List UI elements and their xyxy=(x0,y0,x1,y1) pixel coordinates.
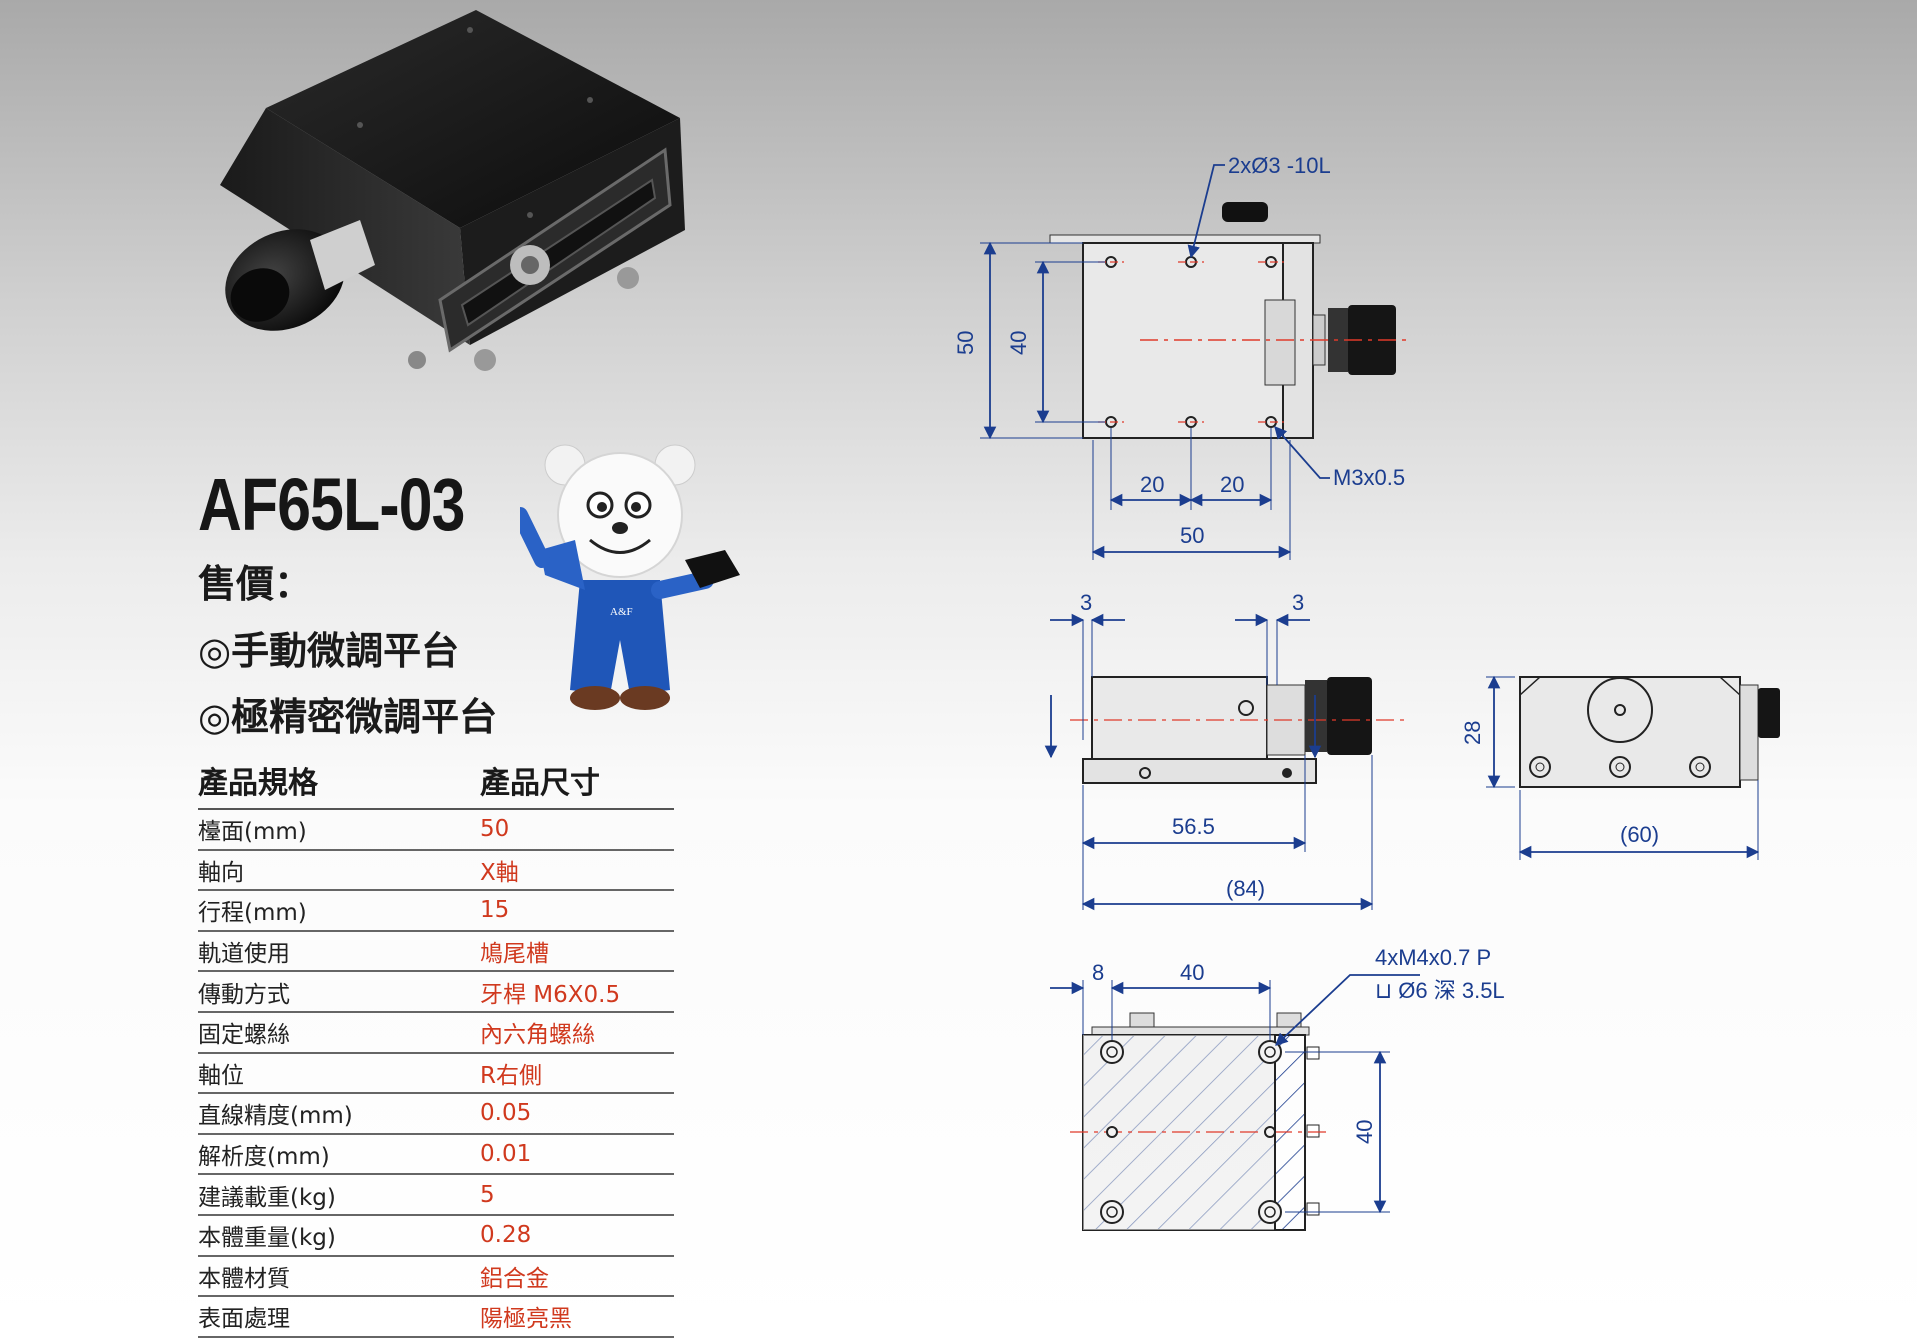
dim-front-overall: (84) xyxy=(1226,876,1265,901)
dim-top-pitch-1: 20 xyxy=(1140,472,1164,497)
model-title: AF65L-03 xyxy=(198,463,465,546)
spec-row: 行程(mm) 15 xyxy=(198,891,674,932)
dim-front-length: 56.5 xyxy=(1172,814,1215,839)
product-render-image xyxy=(220,10,685,371)
spec-name: 解析度(mm) xyxy=(198,1144,330,1171)
dim-bottom-pitch: 40 xyxy=(1180,960,1204,985)
spec-value: 鳩尾槽 xyxy=(480,941,549,968)
spec-name: 本體材質 xyxy=(198,1265,290,1292)
front-view: 3 3 56.5 (84) xyxy=(1044,590,1410,911)
spec-value: 鋁合金 xyxy=(480,1265,549,1292)
spec-value: X軸 xyxy=(480,859,519,886)
mascot-illustration: A&F xyxy=(520,444,740,710)
dim-side-height: 28 xyxy=(1460,721,1485,745)
spec-row: 檯面(mm) 50 xyxy=(198,810,674,851)
note-bottom-holes: 4xM4x0.7 P xyxy=(1375,945,1491,970)
spec-name: 傳動方式 xyxy=(198,981,290,1008)
spec-value: 0.01 xyxy=(480,1141,532,1168)
spec-value: 陽極亮黑 xyxy=(480,1306,572,1333)
top-view: 2xØ3 -10L M3x0.5 50 40 20 20 50 xyxy=(953,153,1410,560)
dim-front-left: 3 xyxy=(1080,590,1092,615)
spec-row: 軌道使用 鳩尾槽 xyxy=(198,932,674,973)
spec-name: 固定螺絲 xyxy=(198,1022,290,1049)
dim-top-height-inner: 40 xyxy=(1006,331,1031,355)
spec-row: 傳動方式 牙桿 M6X0.5 xyxy=(198,972,674,1013)
spec-name: 建議載重(kg) xyxy=(198,1184,336,1211)
spec-row: 軸位 R右側 xyxy=(198,1054,674,1095)
feature-manual-stage: ◎手動微調平台 xyxy=(198,629,460,673)
dim-bottom-edge: 8 xyxy=(1092,960,1104,985)
technical-drawings: 2xØ3 -10L M3x0.5 50 40 20 20 50 xyxy=(953,153,1780,1231)
dim-bottom-vertical: 40 xyxy=(1352,1120,1377,1144)
spec-name: 表面處理 xyxy=(198,1306,290,1333)
price-label: 售價： xyxy=(198,562,313,606)
spec-value: 0.05 xyxy=(480,1100,532,1127)
dim-side-width: (60) xyxy=(1620,822,1659,847)
note-thread: M3x0.5 xyxy=(1333,465,1405,490)
spec-row: 本體材質 鋁合金 xyxy=(198,1257,674,1298)
dim-top-height-outer: 50 xyxy=(953,331,978,355)
spec-table: 產品規格 產品尺寸 檯面(mm) 50 軸向 X軸行程(mm) 15 軌道使用 鳩尾槽傳動方… xyxy=(198,752,674,1338)
spec-value: 5 xyxy=(480,1181,495,1208)
spec-value: R右側 xyxy=(480,1062,542,1089)
spec-row: 建議載重(kg) 5 xyxy=(198,1175,674,1216)
spec-name: 軸向 xyxy=(198,859,244,886)
side-view: 28 (60) xyxy=(1460,675,1780,860)
spec-value: 15 xyxy=(480,897,510,924)
spec-table-header: 產品規格 產品尺寸 xyxy=(198,752,674,810)
note-bottom-counterbore: ⊔ Ø6 深 3.5L xyxy=(1375,978,1505,1003)
note-holes: 2xØ3 -10L xyxy=(1228,153,1331,178)
spec-name: 軸位 xyxy=(198,1062,244,1089)
feature-precision-stage: ◎極精密微調平台 xyxy=(198,695,498,739)
dim-top-pitch-2: 20 xyxy=(1220,472,1244,497)
spec-row: 表面處理 陽極亮黑 xyxy=(198,1297,674,1338)
spec-value: 牙桿 M6X0.5 xyxy=(480,981,621,1008)
spec-row: 本體重量(kg) 0.28 xyxy=(198,1216,674,1257)
dim-top-width: 50 xyxy=(1180,523,1204,548)
bottom-view: 8 40 4xM4x0.7 P ⊔ Ø6 深 3.5L 40 xyxy=(1050,945,1505,1231)
dim-front-right: 3 xyxy=(1292,590,1304,615)
header-spec-value: 產品尺寸 xyxy=(480,766,600,801)
spec-row: 軸向 X軸 xyxy=(198,851,674,892)
mascot-logo: A&F xyxy=(610,606,633,618)
spec-value: 0.28 xyxy=(480,1222,532,1249)
spec-name: 本體重量(kg) xyxy=(198,1225,336,1252)
spec-row: 解析度(mm) 0.01 xyxy=(198,1135,674,1176)
spec-row: 固定螺絲 內六角螺絲 xyxy=(198,1013,674,1054)
header-spec-name: 產品規格 xyxy=(198,766,318,801)
spec-name: 軌道使用 xyxy=(198,941,290,968)
spec-name: 行程(mm) xyxy=(198,900,307,927)
spec-name: 檯面(mm) xyxy=(198,819,307,846)
spec-row: 直線精度(mm) 0.05 xyxy=(198,1094,674,1135)
spec-value: 內六角螺絲 xyxy=(480,1022,595,1049)
spec-value: 50 xyxy=(480,816,510,843)
spec-name: 直線精度(mm) xyxy=(198,1103,353,1130)
